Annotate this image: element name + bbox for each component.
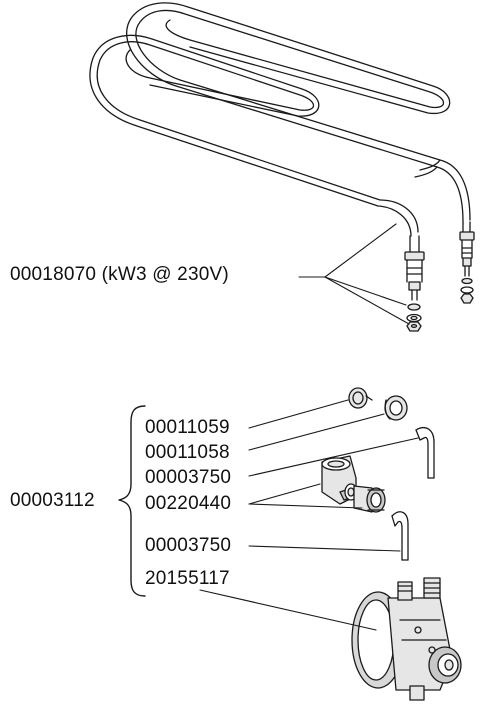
- heating-element-leaders: [298, 223, 410, 325]
- part-label-solenoid-valve: 20155117: [145, 568, 230, 589]
- cap-part-drawing: [348, 387, 373, 409]
- part-label-elbow-tube-upper: 00003750: [145, 467, 232, 488]
- part-label-ring-nut: 00011058: [145, 442, 230, 463]
- heating-element-part-label: 00018070 (kW3 @ 230V): [10, 264, 229, 285]
- group-brace: [118, 405, 146, 597]
- solenoid-valve-drawing: [351, 577, 462, 701]
- heating-element-drawing: [89, 2, 475, 332]
- valve-body-drawing: [321, 455, 386, 513]
- part-label-elbow-tube-lower: 00003750: [145, 535, 232, 556]
- part-label-cap: 00011059: [145, 417, 230, 438]
- group-part-label: 00003112: [10, 490, 95, 511]
- valve-leaders: [199, 399, 419, 631]
- elbow-tube-upper-drawing: [415, 427, 435, 479]
- elbow-tube-lower-drawing: [391, 511, 409, 561]
- part-label-valve-body: 00220440: [145, 493, 232, 514]
- ring-nut-part-drawing: [384, 395, 408, 421]
